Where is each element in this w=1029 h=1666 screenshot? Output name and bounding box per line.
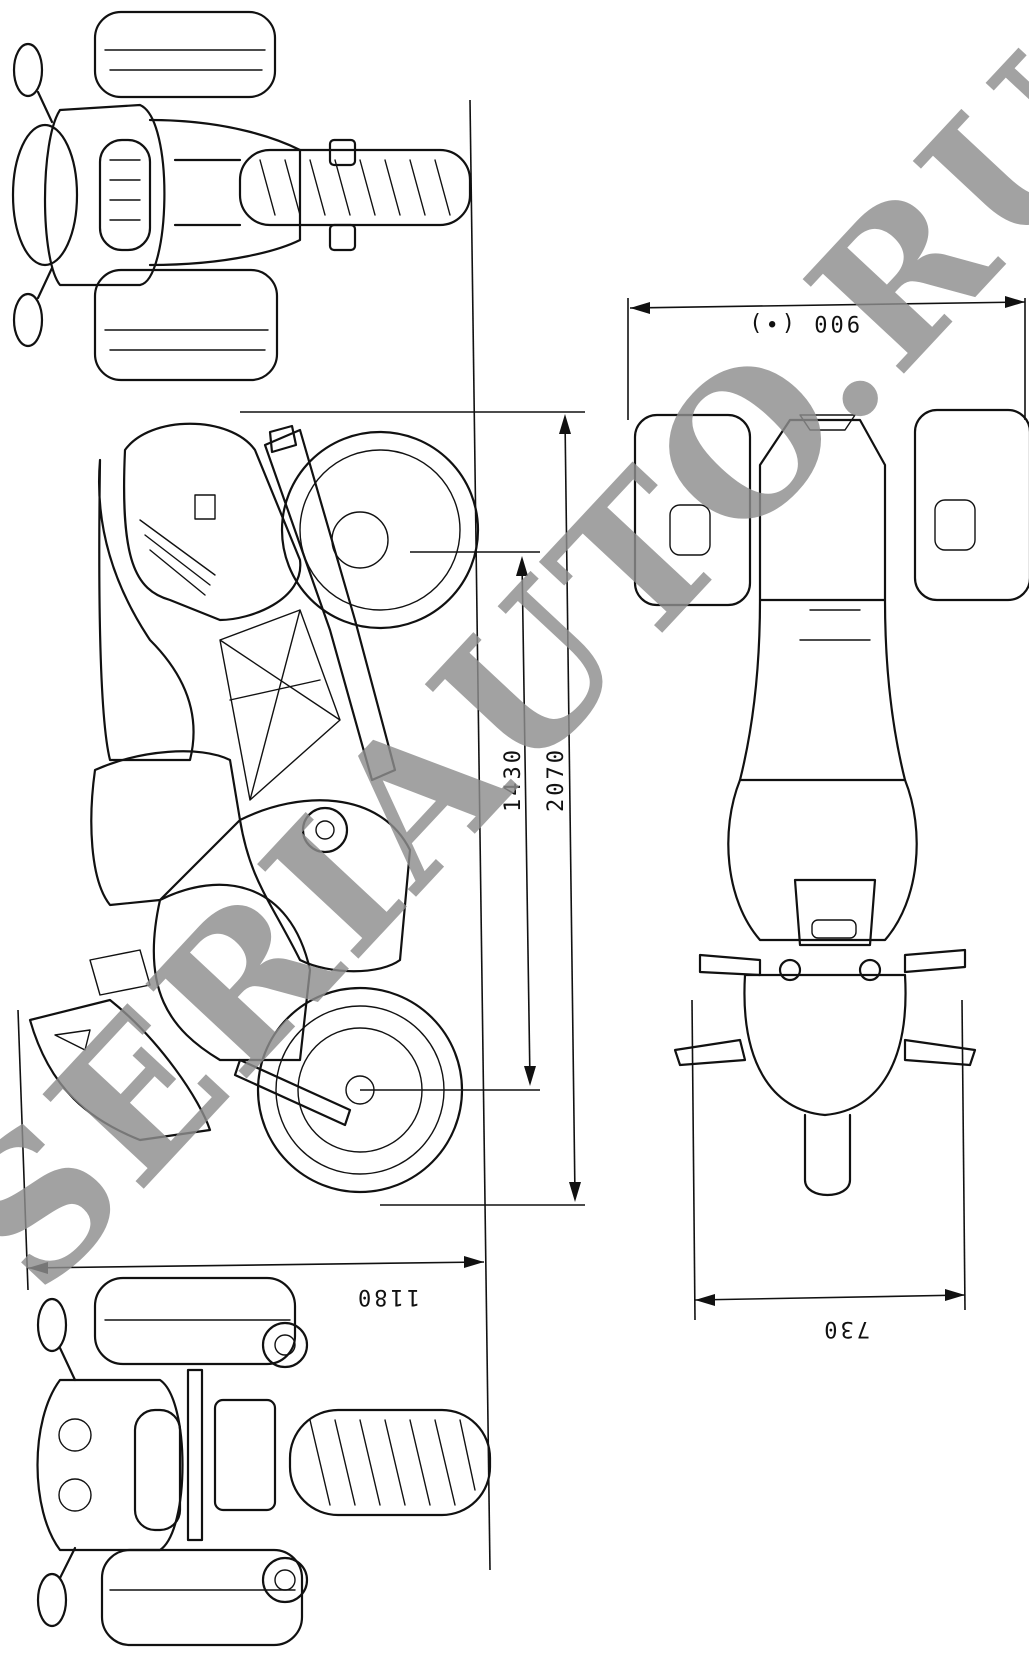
top-view	[633, 408, 1029, 1197]
side-view	[28, 422, 480, 1194]
dimension-label-handlebar-width: 730	[821, 1316, 870, 1341]
dimension-label-overall-length: 2070	[544, 747, 569, 812]
dimension-width-with-cases: 900 (•)	[627, 296, 1026, 420]
dimension-label-height: 1180	[355, 1284, 420, 1309]
watermark-text: SERIAUTO.RU	[0, 13, 1029, 1330]
dimension-label-width-with-cases: 900 (•)	[746, 310, 860, 335]
dimension-height: 1180	[17, 1009, 485, 1309]
rear-view	[11, 10, 472, 382]
dimension-wheelbase: 1430	[360, 551, 540, 1091]
dimension-overall-length: 2070	[240, 411, 585, 1206]
dimension-handlebar-width: 730	[691, 999, 966, 1341]
front-view	[36, 1276, 492, 1647]
dimension-label-wheelbase: 1430	[501, 747, 526, 812]
